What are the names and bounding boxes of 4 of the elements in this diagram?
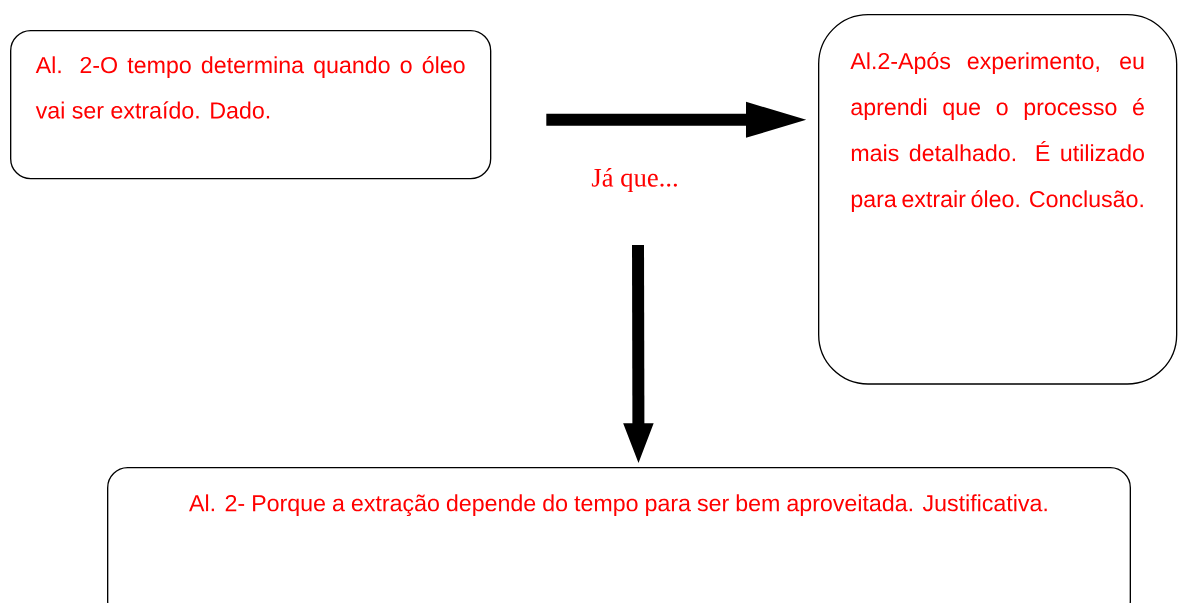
text-box: Al.2-Após experimento, eu aprendi que o processo é mais detalhado. É utilizado para extrair óleo. Conclusão. bbox=[818, 14, 1178, 385]
connector-label: Já que... bbox=[591, 167, 677, 193]
text-box: Al. 2- Porque a extração depende do tempo para ser bem aproveitada. Justificativa. bbox=[107, 467, 1131, 603]
text-box: Al. 2-O tempo determina quando o óleo vai ser extraído. Dado. bbox=[10, 30, 492, 180]
